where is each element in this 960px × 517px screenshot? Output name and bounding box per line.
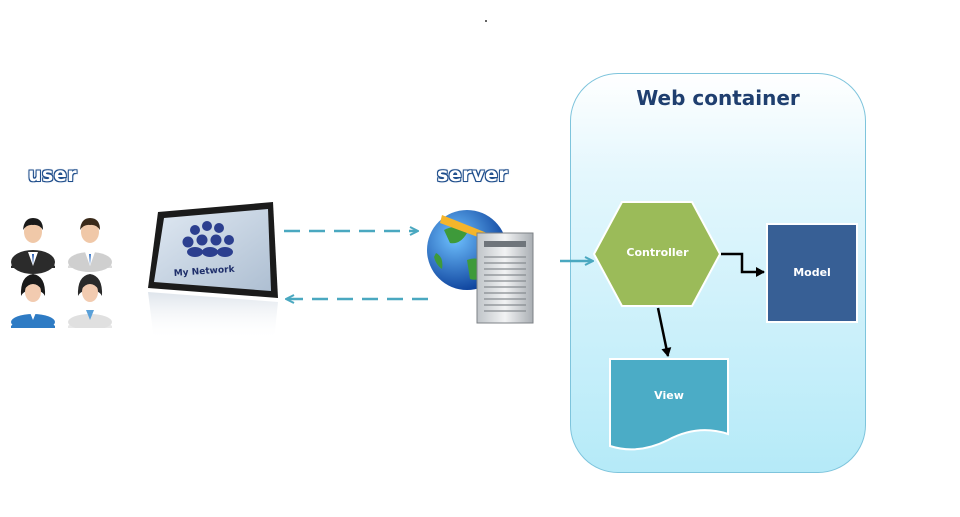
users-group-icon <box>8 210 118 330</box>
controller-to-view-arrow <box>656 307 672 357</box>
view-label: View <box>654 389 684 402</box>
server-label: server <box>437 164 509 186</box>
user-label: user <box>28 164 78 186</box>
model-node <box>766 223 858 323</box>
view-node <box>609 358 729 451</box>
businessman-icon <box>11 218 55 274</box>
model-label: Model <box>793 266 831 279</box>
controller-to-model-arrow <box>721 252 765 277</box>
tablet-network-icon: My Network <box>140 200 285 340</box>
controller-node <box>592 201 722 307</box>
controller-label: Controller <box>626 246 689 259</box>
globe-server-icon <box>422 205 537 330</box>
web-container-title: Web container <box>636 86 800 110</box>
stray-dot <box>485 20 487 22</box>
svg-text:My Network: My Network <box>174 265 236 279</box>
